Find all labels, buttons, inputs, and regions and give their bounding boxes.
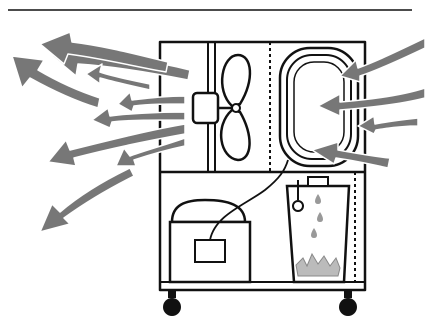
pump-icon [168, 198, 252, 284]
wheel-icon [163, 290, 357, 316]
airflow-arrow [317, 87, 426, 117]
exhaust-arrows [11, 31, 191, 233]
float-valve-icon [292, 180, 304, 212]
airflow-arrow [85, 63, 151, 91]
airflow-arrow [47, 123, 186, 167]
ice-icon [295, 252, 341, 277]
airflow-arrow [39, 167, 135, 233]
fan-icon [219, 53, 252, 162]
water-tube [209, 159, 289, 241]
water-drop-icon [311, 194, 323, 238]
airflow-arrow [39, 31, 169, 73]
airflow-arrow [11, 55, 101, 109]
airflow-arrow [311, 141, 391, 169]
motor-icon [191, 91, 232, 125]
intake-arrows [311, 37, 426, 169]
airflow-arrow [357, 115, 419, 135]
airflow-arrow [117, 91, 186, 113]
airflow-arrow [91, 107, 186, 129]
airflow-arrow [115, 137, 186, 167]
airflow-arrow [339, 37, 426, 83]
